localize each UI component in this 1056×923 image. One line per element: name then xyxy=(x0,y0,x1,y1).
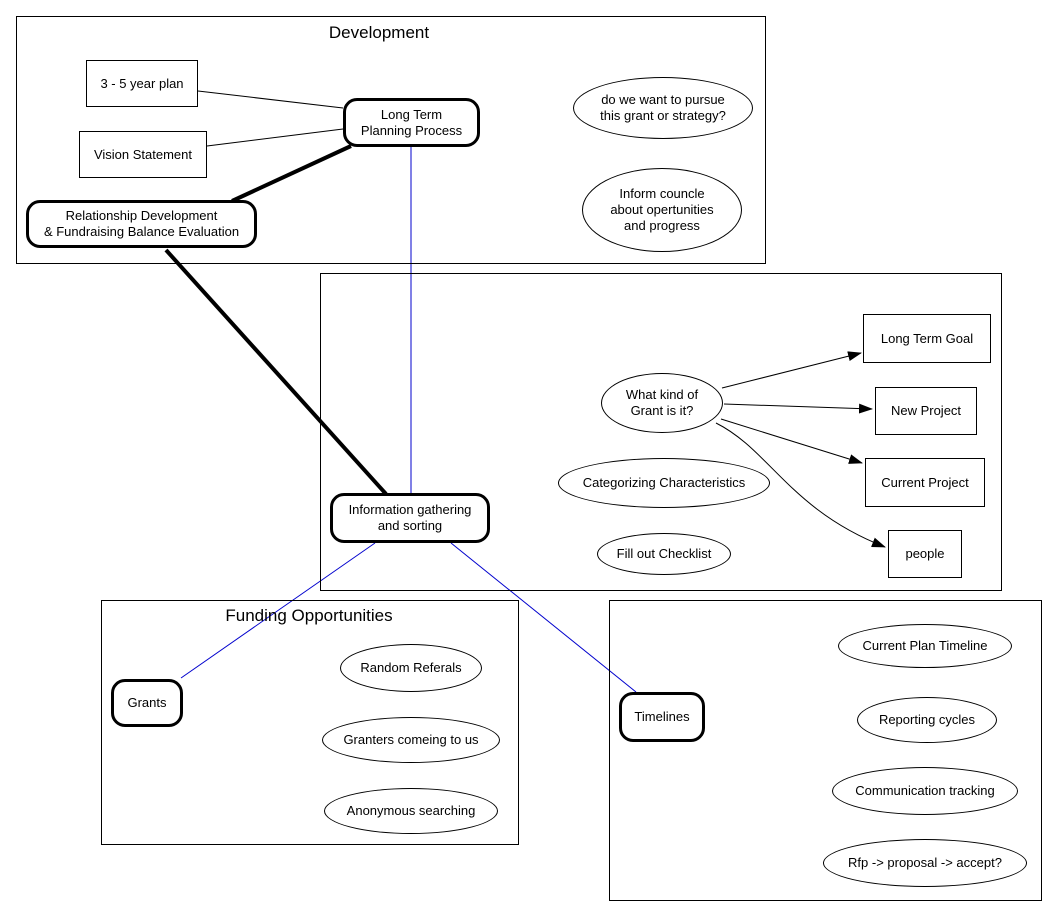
node-categorizing-characteristics[interactable]: Categorizing Characteristics xyxy=(558,458,770,508)
node-communication-tracking[interactable]: Communication tracking xyxy=(832,767,1018,815)
node-label: What kind of Grant is it? xyxy=(625,387,699,418)
node-grants[interactable]: Grants xyxy=(111,679,183,727)
node-random-referals[interactable]: Random Referals xyxy=(340,644,482,692)
group-box-funding-opportunities xyxy=(101,600,519,845)
node-label: Inform councle about opertunities and pr… xyxy=(610,186,714,233)
edge-whatkind-to-people xyxy=(715,422,886,548)
group-box-grant-classification xyxy=(320,273,1002,591)
node-label: Granters comeing to us xyxy=(343,732,479,748)
edge-whatkind-to-longtermgoal xyxy=(721,351,862,389)
node-pursue-grant-or-strategy[interactable]: do we want to pursue this grant or strat… xyxy=(573,77,753,139)
node-information-gathering-sorting[interactable]: Information gathering and sorting xyxy=(330,493,490,543)
edge-relationship-to-ltp xyxy=(231,144,352,203)
node-reporting-cycles[interactable]: Reporting cycles xyxy=(857,697,997,743)
node-timelines[interactable]: Timelines xyxy=(619,692,705,742)
edge-relationship-to-infogather xyxy=(164,248,388,496)
edge-plan35-to-ltp xyxy=(197,90,344,109)
node-label: Grants xyxy=(127,695,167,711)
node-rfp-proposal-accept[interactable]: Rfp -> proposal -> accept? xyxy=(823,839,1027,887)
node-new-project[interactable]: New Project xyxy=(875,387,977,435)
node-label: Random Referals xyxy=(360,660,462,676)
group-box-development xyxy=(16,16,766,264)
group-title-funding-opportunities: Funding Opportunities xyxy=(225,606,393,625)
node-label: New Project xyxy=(890,403,962,419)
edge-infogather-to-grants xyxy=(180,542,376,679)
group-title-development: Development xyxy=(328,23,430,42)
node-inform-council[interactable]: Inform councle about opertunities and pr… xyxy=(582,168,742,252)
node-label: Current Plan Timeline xyxy=(862,638,988,654)
node-what-kind-of-grant[interactable]: What kind of Grant is it? xyxy=(601,373,723,433)
edge-whatkind-to-currentproject xyxy=(720,418,863,464)
node-label: Current Project xyxy=(881,474,969,490)
node-label: Communication tracking xyxy=(855,783,995,799)
node-label: Timelines xyxy=(634,709,690,725)
node-label: Fill out Checklist xyxy=(616,546,712,562)
edge-whatkind-to-newproject xyxy=(723,403,873,414)
node-current-plan-timeline[interactable]: Current Plan Timeline xyxy=(838,624,1012,668)
node-fill-out-checklist[interactable]: Fill out Checklist xyxy=(597,533,731,575)
node-label: Rfp -> proposal -> accept? xyxy=(848,855,1002,871)
node-vision-statement[interactable]: Vision Statement xyxy=(79,131,207,178)
edge-infogather-to-timelines xyxy=(450,542,637,693)
node-label: Relationship Development & Fundraising B… xyxy=(43,208,240,239)
node-granters-comeing-to-us[interactable]: Granters comeing to us xyxy=(322,717,500,763)
node-anonymous-searching[interactable]: Anonymous searching xyxy=(324,788,498,834)
edge-vision-to-ltp xyxy=(206,128,344,147)
node-people[interactable]: people xyxy=(888,530,962,578)
node-label: do we want to pursue this grant or strat… xyxy=(600,92,726,123)
node-relationship-development-fundraising[interactable]: Relationship Development & Fundraising B… xyxy=(26,200,257,248)
node-label: 3 - 5 year plan xyxy=(100,75,184,91)
node-long-term-goal[interactable]: Long Term Goal xyxy=(863,314,991,363)
node-label: Vision Statement xyxy=(93,146,193,162)
node-label: Information gathering and sorting xyxy=(348,502,472,533)
node-label: Anonymous searching xyxy=(346,803,476,819)
node-label: people xyxy=(905,546,945,562)
node-label: Reporting cycles xyxy=(878,712,976,728)
group-box-timelines xyxy=(609,600,1042,901)
node-label: Long Term Planning Process xyxy=(360,106,463,138)
node-label: Categorizing Characteristics xyxy=(582,475,746,491)
node-label: Long Term Goal xyxy=(880,330,974,346)
node-long-term-planning-process[interactable]: Long Term Planning Process xyxy=(343,98,480,147)
node-current-project[interactable]: Current Project xyxy=(865,458,985,507)
node-3-5-year-plan[interactable]: 3 - 5 year plan xyxy=(86,60,198,107)
